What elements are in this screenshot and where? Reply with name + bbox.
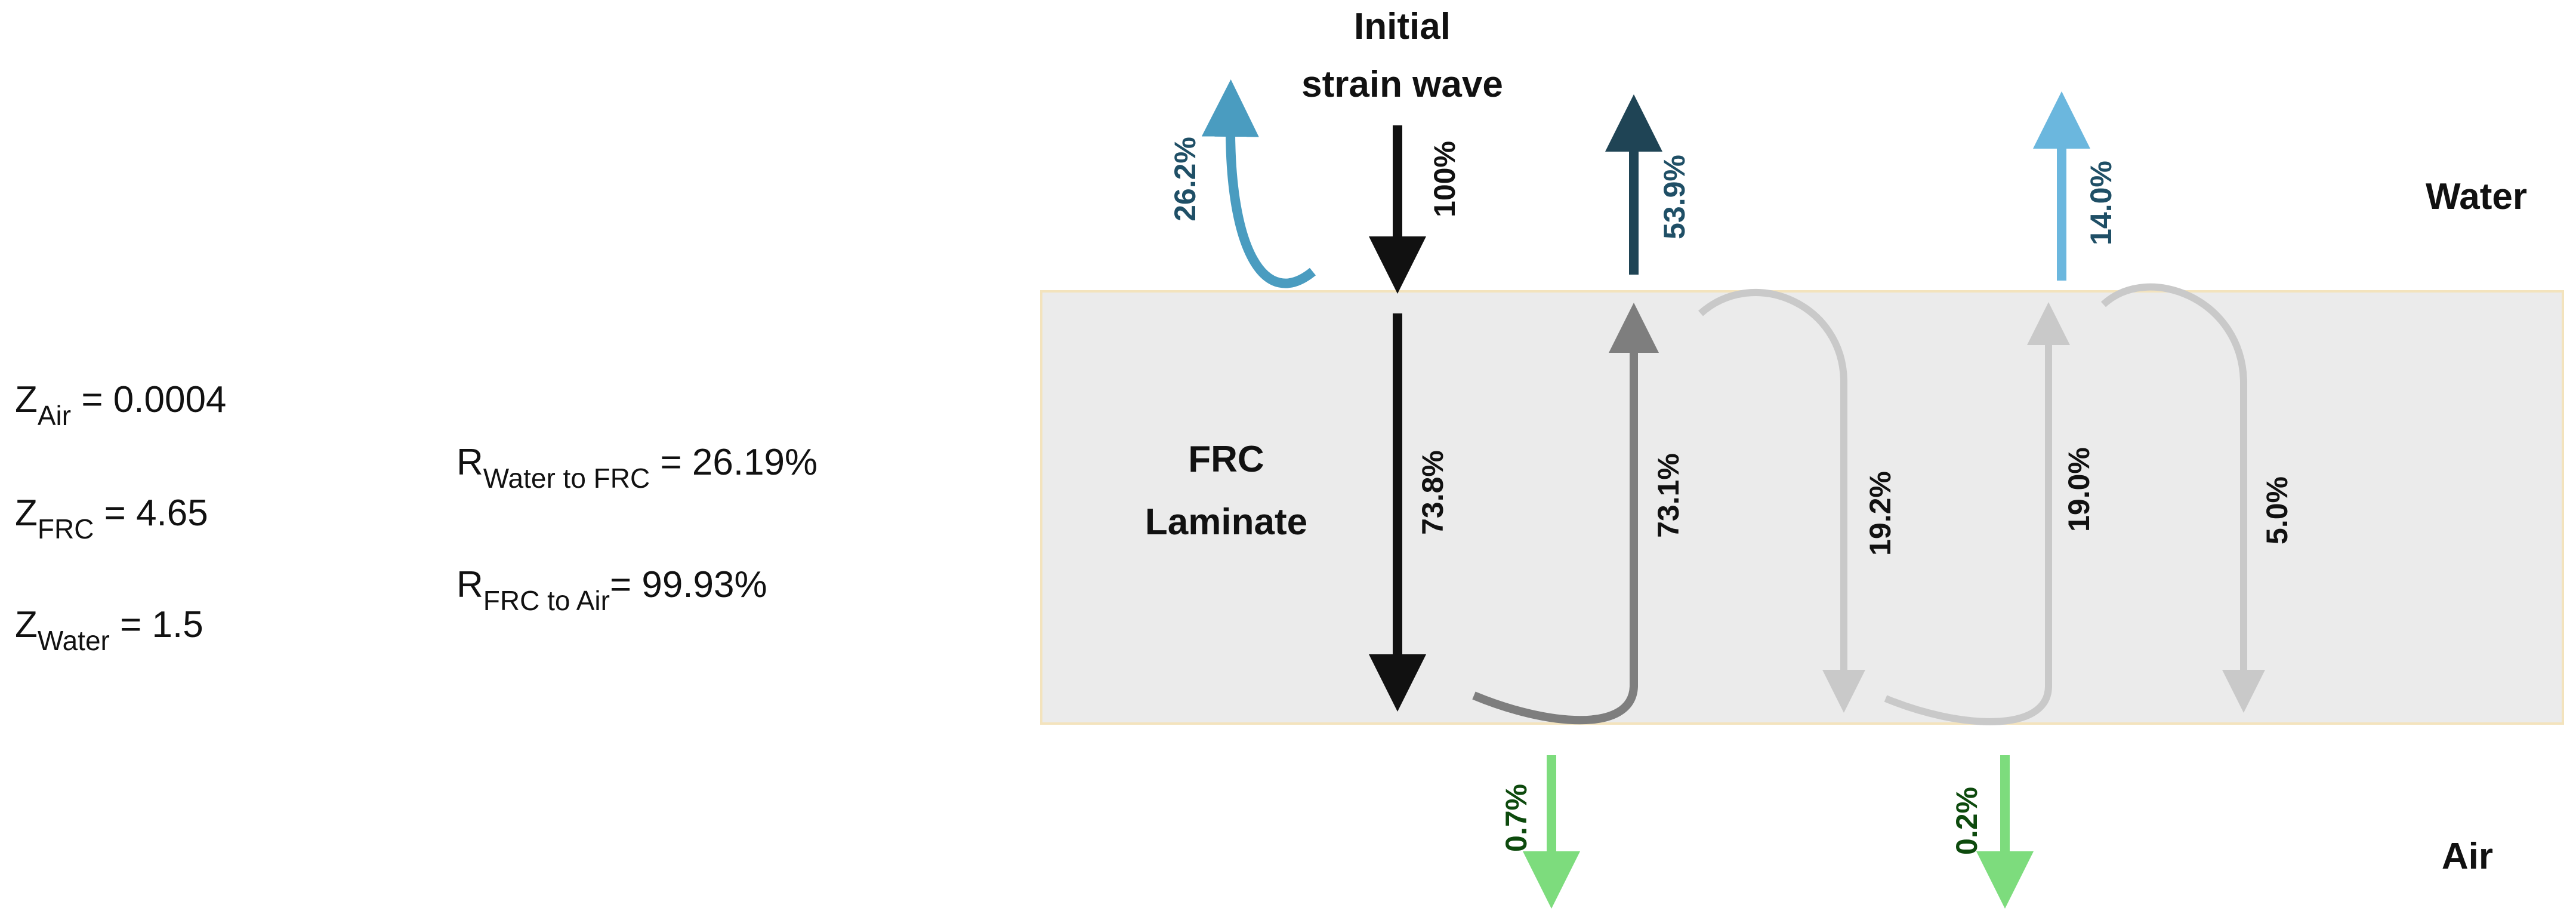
frc-laminate-layer: [1040, 290, 2564, 725]
pct-water-transmitted-2: 14.0%: [2084, 161, 2118, 245]
reflected-air-arrow-1: [1472, 303, 1659, 725]
pct-reflected-air-1: 73.1%: [1652, 453, 1685, 538]
pct-reflected-air-2: 19.0%: [2062, 447, 2096, 532]
air-label: Air: [2442, 836, 2493, 877]
impedance-frc: ZFRC = 4.65: [15, 493, 208, 544]
reflected-air-arrow-2: [1884, 302, 2070, 725]
pct-air-transmitted-2: 0.2%: [1950, 787, 1983, 855]
water-label: Water: [2426, 176, 2527, 217]
frc-laminate-label-line2: Laminate: [1145, 501, 1307, 543]
reflected-water-internal-arrow-1: [1698, 289, 1865, 713]
reflection-frc-to-air: RFRC to Air= 99.93%: [456, 564, 767, 616]
initial-label-line2: strain wave: [1301, 64, 1503, 105]
pct-water-transmitted-1: 53.9%: [1658, 155, 1691, 239]
pct-incident: 100%: [1428, 141, 1461, 217]
pct-reflected-water-internal-2: 5.0%: [2260, 476, 2294, 544]
reflected-water-arrow: [1201, 79, 1316, 288]
impedance-water: ZWater = 1.5: [15, 604, 203, 656]
reflected-water-internal-arrow-2: [2100, 283, 2265, 713]
initial-label-line1: Initial: [1354, 6, 1451, 47]
frc-laminate-label-line1: FRC: [1188, 439, 1264, 480]
pct-reflected-water-internal-1: 19.2%: [1864, 471, 1897, 556]
pct-air-transmitted-1: 0.7%: [1500, 784, 1533, 852]
pct-frc-transmitted: 73.8%: [1416, 450, 1449, 535]
reflection-water-to-frc: RWater to FRC = 26.19%: [456, 442, 817, 494]
pct-reflected-water: 26.2%: [1168, 137, 1202, 221]
impedance-air: ZAir = 0.0004: [15, 379, 226, 431]
